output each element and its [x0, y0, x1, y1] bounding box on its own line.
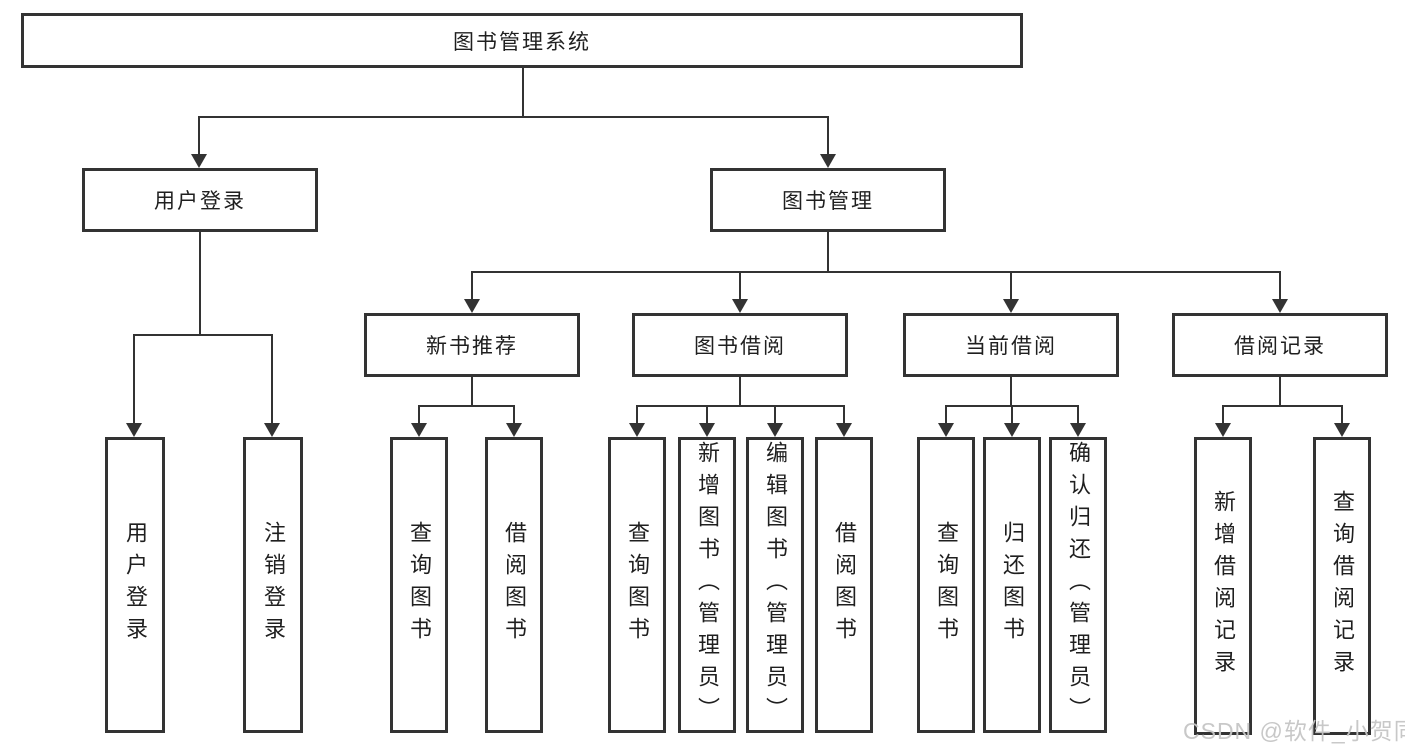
node-book-borrowing: 图书借阅	[632, 313, 848, 377]
leaf-borrow-books: 借阅图书	[815, 437, 873, 733]
leaf-label: 确认归还（管理员）	[1066, 441, 1091, 729]
node-borrowing-records: 借阅记录	[1172, 313, 1388, 377]
connector-bookborrow-stem	[739, 375, 741, 407]
arrow-down-borrowrecord	[1272, 299, 1288, 313]
arrow-down-leaf	[506, 423, 522, 437]
connector-leaf-login-stem	[133, 334, 135, 426]
leaf-query-borrow-record: 查询借阅记录	[1313, 437, 1371, 735]
connector-newbook-arrow-stem	[471, 271, 473, 303]
node-label: 新书推荐	[426, 335, 518, 358]
node-label: 图书借阅	[694, 335, 786, 358]
leaf-label: 借阅图书	[832, 521, 857, 649]
connector-leaf-logout-stem	[271, 334, 273, 426]
arrow-down-newbook	[464, 299, 480, 313]
connector-borrowrecord-stem	[1279, 375, 1281, 407]
leaf-query-books-borrow: 查询图书	[608, 437, 666, 733]
node-label: 借阅记录	[1234, 335, 1326, 358]
connector-stem	[636, 405, 638, 427]
leaf-user-login: 用户登录	[105, 437, 165, 733]
arrow-down-leaf	[411, 423, 427, 437]
leaf-label: 注销登录	[261, 521, 286, 649]
connector-stem	[843, 405, 845, 427]
leaf-add-book-admin: 新增图书（管理员）	[678, 437, 736, 733]
arrow-down-leaf	[1070, 423, 1086, 437]
leaf-query-books-recommend: 查询图书	[390, 437, 448, 733]
node-library-management-system: 图书管理系统	[21, 13, 1023, 68]
connector-user-login-hline	[134, 334, 272, 336]
connector-stem	[1077, 405, 1079, 427]
arrow-down-leaf	[629, 423, 645, 437]
leaf-label: 借阅图书	[502, 521, 527, 649]
arrow-down-currentborrow	[1003, 299, 1019, 313]
connector-newbook-hline	[419, 405, 515, 407]
leaf-label: 用户登录	[123, 521, 148, 649]
arrow-down-leaf-login	[126, 423, 142, 437]
leaf-return-books: 归还图书	[983, 437, 1041, 733]
connector-stem	[706, 405, 708, 427]
connector-book-mgmt-arrow-stem	[827, 116, 829, 158]
arrow-down-leaf	[1334, 423, 1350, 437]
node-label: 图书管理	[782, 190, 874, 213]
connector-level1-hline	[199, 116, 829, 118]
connector-stem	[418, 405, 420, 427]
leaf-confirm-return-admin: 确认归还（管理员）	[1049, 437, 1107, 733]
node-user-login: 用户登录	[82, 168, 318, 232]
connector-stem	[513, 405, 515, 427]
node-label: 当前借阅	[965, 335, 1057, 358]
connector-borrowrecord-hline	[1223, 405, 1343, 407]
leaf-label: 查询图书	[625, 521, 650, 649]
leaf-label: 查询借阅记录	[1330, 490, 1355, 682]
arrow-down-leaf	[1215, 423, 1231, 437]
connector-newbook-stem	[471, 375, 473, 407]
leaf-label: 归还图书	[1000, 521, 1025, 649]
connector-user-login-stem	[199, 231, 201, 336]
node-label: 图书管理系统	[453, 30, 591, 54]
leaf-borrow-books-recommend: 借阅图书	[485, 437, 543, 733]
csdn-watermark: CSDN @软件_小贺同学	[1183, 718, 1405, 744]
connector-bookborrow-arrow-stem	[739, 271, 741, 303]
arrow-down-leaf	[699, 423, 715, 437]
leaf-label: 编辑图书（管理员）	[763, 441, 788, 729]
connector-stem	[1011, 405, 1013, 427]
connector-currentborrow-stem	[1010, 375, 1012, 407]
arrow-down-leaf	[767, 423, 783, 437]
node-new-book-recommend: 新书推荐	[364, 313, 580, 377]
arrow-down-bookborrow	[732, 299, 748, 313]
connector-borrowrecord-arrow-stem	[1279, 271, 1281, 303]
arrow-down-leaf	[938, 423, 954, 437]
node-label: 用户登录	[154, 190, 246, 213]
connector-stem	[1222, 405, 1224, 427]
connector-bookborrow-hline	[637, 405, 845, 407]
leaf-label: 新增借阅记录	[1211, 490, 1236, 682]
connector-user-login-arrow-stem	[198, 116, 200, 158]
connector-stem	[774, 405, 776, 427]
node-current-borrowing: 当前借阅	[903, 313, 1119, 377]
connector-book-mgmt-stem	[827, 231, 829, 273]
connector-root-stem	[522, 66, 524, 117]
connector-stem	[945, 405, 947, 427]
leaf-add-borrow-record: 新增借阅记录	[1194, 437, 1252, 735]
leaf-logout: 注销登录	[243, 437, 303, 733]
arrow-down-leaf	[836, 423, 852, 437]
leaf-label: 新增图书（管理员）	[695, 441, 720, 729]
node-book-management: 图书管理	[710, 168, 946, 232]
leaf-edit-book-admin: 编辑图书（管理员）	[746, 437, 804, 733]
arrow-down-leaf	[1004, 423, 1020, 437]
arrow-down-user-login	[191, 154, 207, 168]
leaf-query-books-current: 查询图书	[917, 437, 975, 733]
connector-stem	[1341, 405, 1343, 427]
leaf-label: 查询图书	[407, 521, 432, 649]
arrow-down-leaf-logout	[264, 423, 280, 437]
arrow-down-book-mgmt	[820, 154, 836, 168]
connector-level3-hline	[472, 271, 1280, 273]
connector-currentborrow-arrow-stem	[1010, 271, 1012, 303]
leaf-label: 查询图书	[934, 521, 959, 649]
